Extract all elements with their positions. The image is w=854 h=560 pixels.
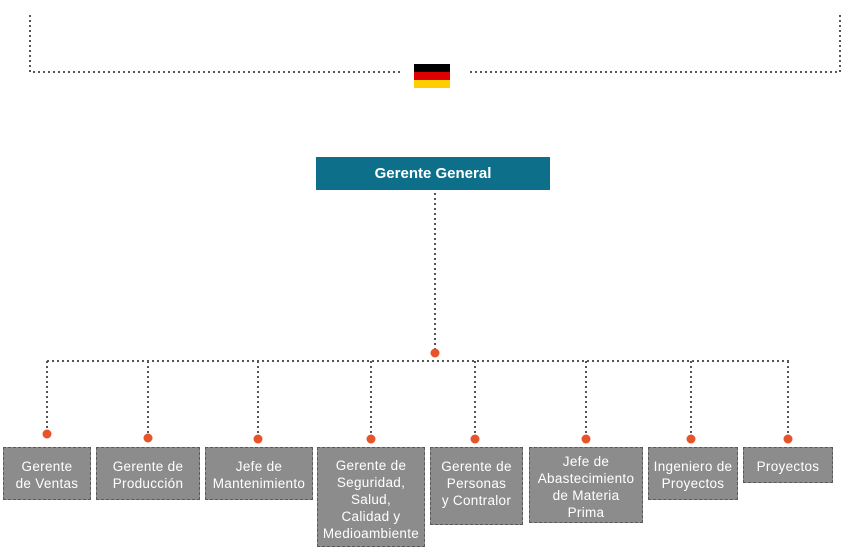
position-box-personas: Gerente de Personas y Contralor [430,447,523,525]
position-box-proyectos: Proyectos [743,447,833,483]
position-box-ingeniero: Ingeniero de Proyectos [648,447,738,500]
connector-dot [470,434,480,444]
top-position-box: Gerente General [316,157,550,190]
top-position-label: Gerente General [374,165,492,182]
position-label: Jefe de Mantenimiento [212,459,306,491]
position-label: Jefe de Abastecimiento de Materia Prima [537,454,635,520]
position-label: Proyectos [756,459,820,474]
position-box-mantenimiento: Jefe de Mantenimiento [205,447,313,500]
connector-dot [783,434,793,444]
position-box-abastecimiento: Jefe de Abastecimiento de Materia Prima [529,447,643,523]
junction-dot [430,348,440,358]
connector-dot [253,434,263,444]
connector-dot [366,434,376,444]
position-label: Ingeniero de Proyectos [653,459,733,491]
position-box-ventas: Gerente de Ventas [3,447,91,500]
connector-dot [686,434,696,444]
position-label: Gerente de Producción [112,459,184,491]
position-label: Gerente de Ventas [15,459,79,491]
connector-dot [581,434,591,444]
position-label: Gerente de Personas y Contralor [441,459,512,508]
position-box-seguridad: Gerente de Seguridad, Salud, Calidad y M… [317,447,425,547]
connector-dot [143,433,153,443]
connector-dot [42,429,52,439]
position-label: Gerente de Seguridad, Salud, Calidad y M… [322,458,420,541]
position-box-produccion: Gerente de Producción [96,447,200,500]
germany-flag-icon [414,64,450,88]
